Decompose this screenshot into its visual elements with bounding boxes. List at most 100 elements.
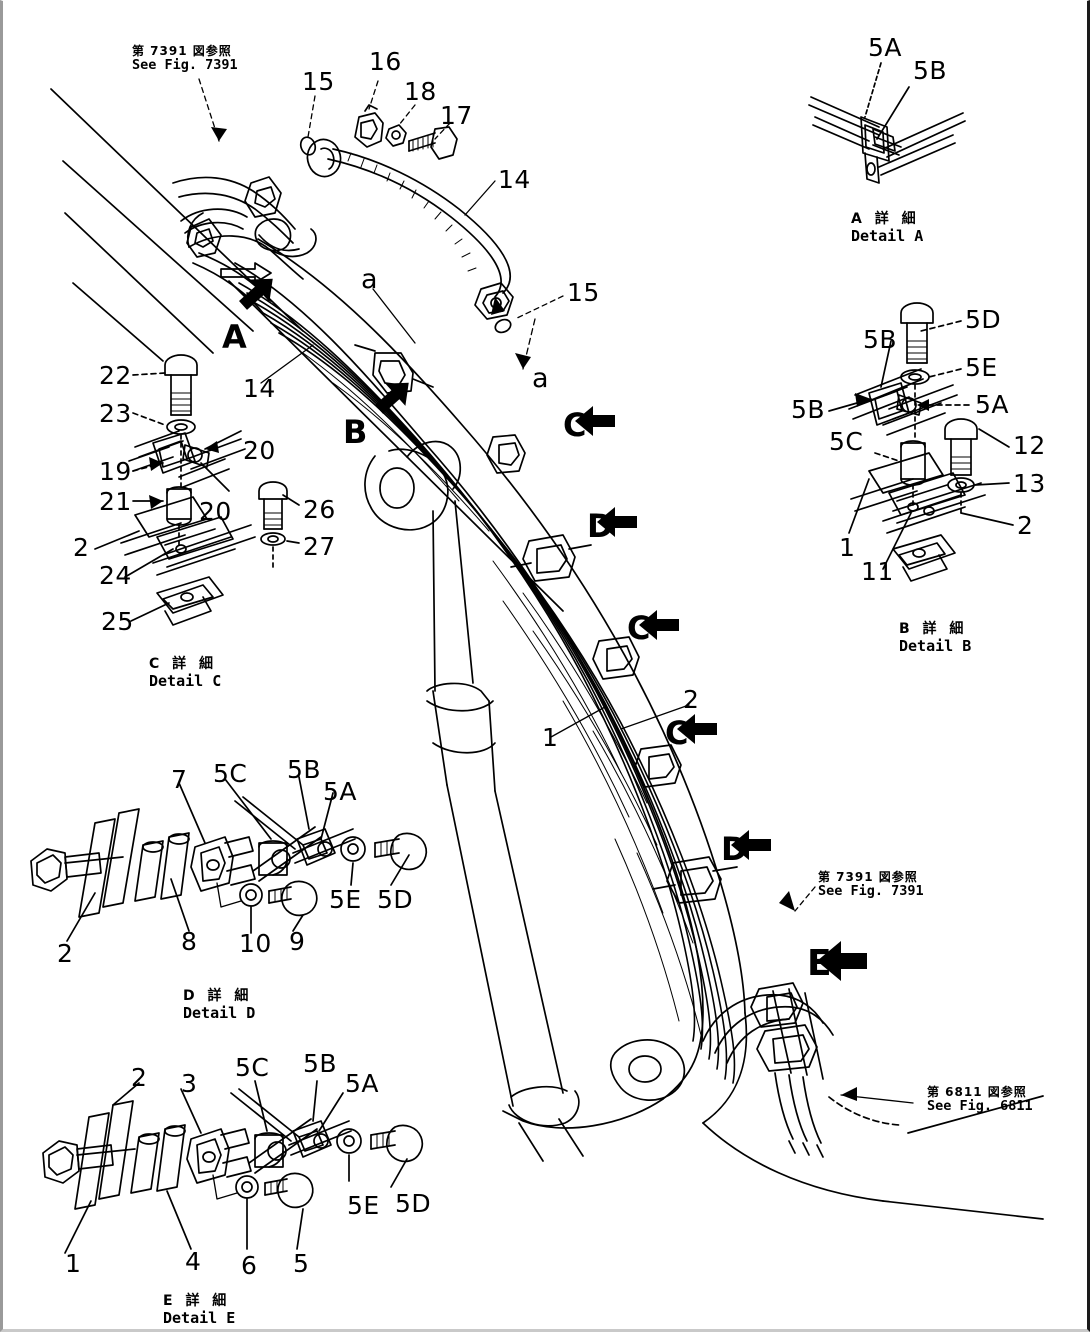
caption-detail-b: B 詳 細 Detail B	[899, 621, 971, 655]
arrow-a-glyph	[239, 278, 273, 310]
callout-e-5E: 5E	[347, 1191, 380, 1220]
arrow-e-glyph	[817, 941, 867, 981]
caption-detail-d: D 詳 細 Detail D	[183, 988, 255, 1022]
diagram-artwork	[30, 62, 1044, 1254]
section-label-d1: D	[587, 507, 614, 545]
callout-e-1: 1	[65, 1249, 82, 1278]
note-en-text: See Fig. 7391	[818, 883, 924, 900]
note-jp-text: 第 7391 図参照	[132, 44, 232, 58]
callout-c-19: 19	[99, 457, 132, 486]
detail-b-arrowheads	[855, 393, 929, 411]
callout-c-24: 24	[99, 561, 132, 590]
callout-d-10: 10	[239, 929, 272, 958]
detail-e-art	[42, 1080, 424, 1254]
callout-c-26: 26	[303, 495, 336, 524]
callout-c-22: 22	[99, 361, 132, 390]
note-see-fig-6811: 第 6811 図参照 See Fig. 6811	[927, 1085, 1033, 1115]
callout-main-1: 1	[542, 723, 559, 752]
section-label-b: B	[343, 413, 368, 451]
section-label-c2: C	[627, 609, 651, 647]
caption-en-text: Detail D	[183, 1003, 256, 1022]
callout-e-3: 3	[181, 1069, 198, 1098]
callout-b-2: 2	[1017, 511, 1034, 540]
callout-e-2: 2	[131, 1063, 148, 1092]
callout-b-1: 1	[839, 533, 856, 562]
callout-e-6: 6	[241, 1251, 258, 1280]
caption-detail-c: C 詳 細 Detail C	[149, 656, 221, 690]
arrow-c3-glyph	[677, 714, 717, 744]
callout-main-14b: 14	[243, 374, 276, 403]
callout-main-a1: a	[361, 264, 378, 295]
detail-c-arrowheads	[149, 441, 219, 509]
section-label-e: E	[807, 943, 832, 984]
main-leader-lines	[198, 78, 914, 1104]
bucket-cylinder	[364, 440, 584, 1162]
callout-main-14a: 14	[498, 165, 531, 194]
tube-bundle	[238, 282, 736, 1084]
note-en-text: See Fig. 7391	[132, 57, 238, 74]
section-label-c3: C	[665, 714, 689, 752]
callout-d-7: 7	[171, 765, 188, 794]
callout-c-20b: 20	[199, 497, 232, 526]
caption-jp-text: E 詳 細	[163, 1293, 231, 1309]
section-label-a: A	[222, 318, 247, 356]
item-14-hose	[306, 138, 514, 320]
callout-main-a2: a	[532, 363, 549, 394]
callout-main-18: 18	[404, 77, 437, 106]
detail-a-art	[808, 62, 966, 184]
callout-d-5C: 5C	[213, 759, 248, 788]
callout-c-25: 25	[101, 607, 134, 636]
callout-d-9: 9	[289, 927, 306, 956]
upper-left-hose-cluster	[172, 176, 317, 314]
note-jp-text: 第 7391 図参照	[818, 870, 918, 884]
arrow-c2-glyph	[639, 610, 679, 640]
callout-d-2: 2	[57, 939, 74, 968]
arrow-c1-glyph	[575, 406, 615, 436]
callout-b-13: 13	[1013, 469, 1046, 498]
callout-main-15b: 15	[567, 278, 600, 307]
callout-d-5D: 5D	[377, 885, 414, 914]
callout-main-16: 16	[369, 47, 402, 76]
detail-d-art	[30, 776, 428, 942]
callout-b-5B2: 5B	[791, 395, 826, 424]
note-see-fig-7391-mid: 第 7391 図参照 See Fig. 7391	[818, 870, 924, 900]
callout-c-23: 23	[99, 399, 132, 428]
callout-a-5A: 5A	[868, 33, 903, 62]
caption-en-text: Detail B	[899, 636, 972, 655]
callout-b-5C: 5C	[829, 427, 864, 456]
note-see-fig-7391-top: 第 7391 図参照 See Fig. 7391	[132, 44, 238, 74]
callout-b-5B1: 5B	[863, 325, 898, 354]
caption-jp-text: C 詳 細	[149, 656, 218, 672]
callout-b-5E: 5E	[965, 353, 998, 382]
section-label-c1: C	[563, 406, 587, 444]
caption-jp-text: A 詳 細	[851, 211, 920, 227]
callout-e-5D: 5D	[395, 1189, 432, 1218]
note-en-text: See Fig. 6811	[927, 1098, 1033, 1115]
top-hardware	[299, 104, 512, 334]
diagram-artboard: 第 7391 図参照 See Fig. 7391 第 7391 図参照 See …	[3, 1, 1087, 1329]
caption-detail-a: A 詳 細 Detail A	[851, 211, 923, 245]
callout-c-20a: 20	[243, 436, 276, 465]
note-jp-text: 第 6811 図参照	[927, 1085, 1027, 1099]
callout-d-5B: 5B	[287, 755, 322, 784]
caption-en-text: Detail A	[851, 226, 924, 245]
section-label-d2: D	[721, 830, 748, 868]
callout-e-5A: 5A	[345, 1069, 380, 1098]
callout-main-17: 17	[440, 101, 473, 130]
arrow-d2-glyph	[731, 830, 771, 860]
callout-d-5E: 5E	[329, 885, 362, 914]
callout-e-5: 5	[293, 1249, 310, 1278]
callout-b-5D: 5D	[965, 305, 1002, 334]
caption-en-text: Detail C	[149, 671, 222, 690]
callout-c-27: 27	[303, 532, 336, 561]
callout-b-11: 11	[861, 557, 894, 586]
callout-b-5A: 5A	[975, 390, 1010, 419]
lower-right-hose-exit	[702, 982, 900, 1158]
callout-c-21: 21	[99, 487, 132, 516]
leader-arrowheads	[211, 127, 857, 1101]
section-arrow-glyphs	[239, 278, 867, 981]
caption-en-text: Detail E	[163, 1308, 236, 1327]
arrow-b-glyph	[375, 382, 409, 414]
callout-b-12: 12	[1013, 431, 1046, 460]
